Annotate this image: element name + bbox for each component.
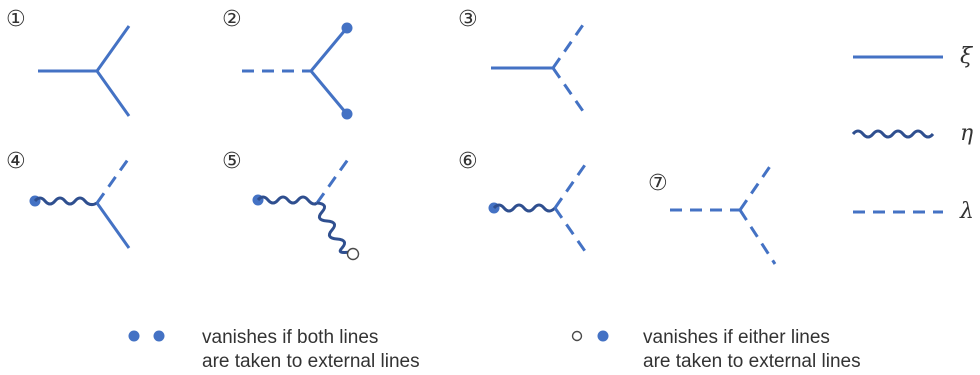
diagram-5: ⑤ (222, 149, 360, 261)
legend-both-text-line-1: vanishes if both lines (202, 327, 378, 348)
diagram-4-xi-lower-line (95, 202, 131, 249)
diagram-2-label: ② (222, 7, 242, 32)
diagram-3: ③ (458, 7, 587, 115)
diagram-1: ① (6, 7, 131, 117)
diagram-7-lambda-upper-line (738, 161, 775, 211)
diagram-4-label: ④ (6, 149, 26, 174)
diagram-1-xi-lower-line (95, 70, 131, 117)
diagram-2: ② (222, 7, 353, 120)
diagram-3-lambda-upper-line (551, 21, 587, 69)
diagram-4-lambda-upper-line (95, 157, 131, 204)
diagram-5-hollow-circle (346, 247, 360, 261)
diagram-6-eta-wavy-line (492, 203, 557, 213)
diagram-6-label: ⑥ (458, 149, 478, 174)
diagram-5-eta-lower-wavy-line (316, 201, 351, 254)
legend-xi-symbol: ξ (960, 44, 974, 69)
legend-filled-dot-3 (597, 330, 609, 342)
diagram-5-eta-left-wavy-line (256, 195, 318, 206)
legend-lambda-symbol: λ (959, 199, 974, 224)
diagram-7: ⑦ (648, 161, 777, 265)
diagram-5-lambda-upper-line (315, 157, 351, 204)
diagram-4-eta-wavy-line (33, 196, 98, 207)
diagram-5-label: ⑤ (222, 149, 242, 174)
diagram-6-lambda-lower-line (553, 207, 589, 255)
legend-eta-symbol: η (960, 121, 973, 146)
diagram-3-label: ③ (458, 7, 478, 32)
diagram-6-lambda-upper-line (553, 161, 589, 209)
diagram-7-lambda-lower-line (738, 209, 777, 265)
legend-eta-wavy-line (851, 129, 935, 139)
diagram-1-xi-upper-line (95, 25, 131, 72)
diagram-2-xi-upper-line (309, 28, 348, 72)
diagram-4: ④ (6, 149, 131, 249)
diagram-1-label: ① (6, 7, 26, 32)
legend-filled-dot-2 (153, 330, 165, 342)
diagram-2-upper-filled-dot (341, 22, 353, 34)
legend-either-text-line-2: are taken to external lines (643, 351, 861, 372)
diagram-3-lambda-lower-line (551, 67, 587, 115)
line-type-legend: ξ η λ (851, 44, 974, 224)
diagram-6: ⑥ (458, 149, 589, 255)
diagram-7-label: ⑦ (648, 171, 668, 196)
diagram-2-lower-filled-dot (341, 108, 353, 120)
legend-both-text-line-2: are taken to external lines (202, 351, 420, 372)
legend-either-text-line-1: vanishes if either lines (643, 327, 830, 348)
dot-legend-either: vanishes if either lines are taken to ex… (571, 327, 861, 372)
legend-filled-dot-1 (128, 330, 140, 342)
dot-legend-both: vanishes if both lines are taken to exte… (128, 327, 420, 372)
legend-hollow-circle (571, 330, 583, 342)
diagram-2-xi-lower-line (309, 70, 348, 114)
